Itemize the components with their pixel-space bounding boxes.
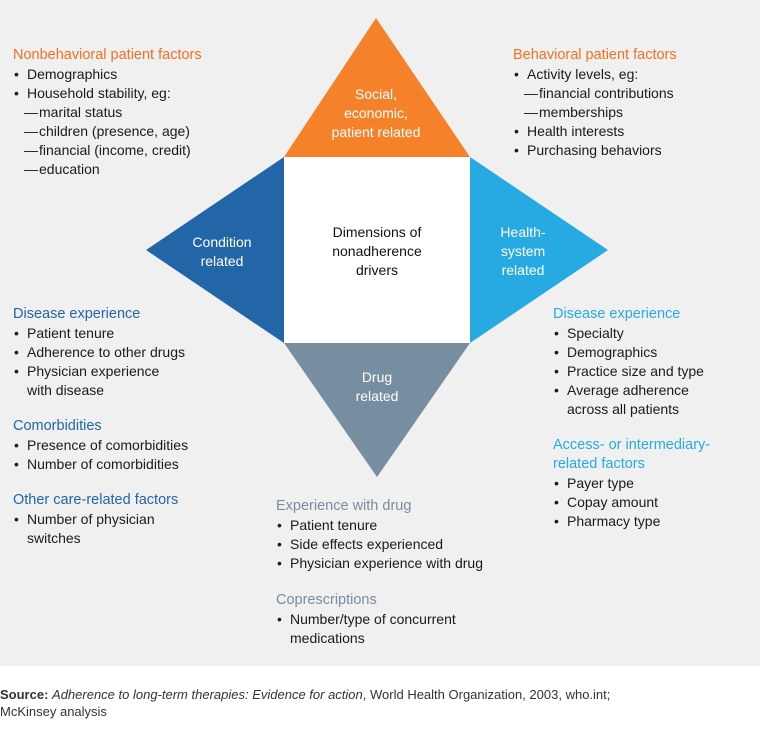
factor-item: Purchasing behaviors	[513, 141, 753, 160]
factor-item: Patient tenure	[276, 516, 536, 535]
source-note: Source: Adherence to long-term therapies…	[0, 686, 760, 720]
comorbidities: Comorbidities Presence of comorbiditiesN…	[13, 417, 273, 474]
factor-item: Household stability, eg:	[13, 84, 273, 103]
social-label: Social, economic, patient related	[306, 85, 446, 142]
access-factors: Access- or intermediary- related factors…	[553, 436, 758, 531]
factor-item: Demographics	[553, 343, 758, 362]
group-title: Access- or intermediary- related factors	[553, 436, 758, 474]
social-label-line: patient related	[331, 124, 421, 140]
drug-triangle	[284, 343, 470, 477]
center-label-line: drivers	[355, 262, 398, 278]
health-system-triangle	[470, 157, 608, 343]
social-label-line: economic,	[344, 105, 408, 121]
factor-item: Patient tenure	[13, 324, 273, 343]
group-title: Experience with drug	[276, 498, 412, 514]
center-label-line: Dimensions of	[332, 224, 422, 240]
social-triangle	[284, 18, 470, 157]
source-line-2: McKinsey analysis	[0, 704, 107, 719]
source-details: , World Health Organization, 2003, who.i…	[362, 687, 611, 702]
condition-label-line: Condition	[192, 234, 252, 250]
behavioral-factors: Behavioral patient factors Activity leve…	[513, 46, 753, 160]
center-label: Dimensions of nonadherence drivers	[297, 223, 457, 280]
factor-item: children (presence, age)	[13, 122, 273, 141]
condition-label-line: related	[200, 253, 244, 269]
group-title-line: related factors	[553, 456, 645, 472]
factor-list: Patient tenureSide effects experiencedPh…	[276, 516, 536, 573]
drug-label-line: Drug	[361, 369, 393, 385]
factor-item: medications	[290, 630, 365, 646]
factor-list: Payer typeCopay amountPharmacy type	[553, 474, 758, 531]
coprescriptions: Coprescriptions Number/type of concurren…	[276, 591, 536, 648]
factor-item: Adherence to other drugs	[13, 343, 273, 362]
factor-list: DemographicsHousehold stability, eg:mari…	[13, 65, 273, 179]
other-care-factors: Other care-related factors Number of phy…	[13, 491, 273, 548]
center-square	[284, 157, 470, 343]
group-title: Nonbehavioral patient factors	[13, 47, 202, 63]
factor-item: Copay amount	[553, 493, 758, 512]
factor-item: Number of physician	[13, 510, 273, 529]
factor-item: Number/type of concurrent	[276, 610, 536, 629]
drug-label-line: related	[355, 388, 399, 404]
health-system-label: Health- system related	[478, 223, 568, 280]
factor-item: Physician experience with drug	[276, 554, 536, 573]
factor-item: Average adherence	[553, 381, 758, 400]
factor-item: Pharmacy type	[553, 512, 758, 531]
group-title: Comorbidities	[13, 418, 102, 434]
group-title: Behavioral patient factors	[513, 47, 677, 63]
group-title-line: Access- or intermediary-	[553, 437, 711, 453]
factor-item: across all patients	[567, 401, 680, 417]
source-label: Source:	[0, 687, 49, 702]
nonbehavioral-factors: Nonbehavioral patient factors Demographi…	[13, 46, 273, 179]
condition-triangle	[146, 157, 284, 343]
group-title: Other care-related factors	[13, 492, 179, 508]
group-title: Coprescriptions	[276, 592, 377, 608]
factor-item: Specialty	[553, 324, 758, 343]
disease-experience-health-system: Disease experience SpecialtyDemographics…	[553, 305, 758, 419]
health-system-label-line: Health-	[500, 224, 546, 240]
factor-list: Patient tenureAdherence to other drugsPh…	[13, 324, 273, 400]
factor-item: Health interests	[513, 122, 753, 141]
factor-list: Presence of comorbiditiesNumber of comor…	[13, 436, 273, 474]
factor-item: Demographics	[13, 65, 273, 84]
group-title: Disease experience	[553, 306, 681, 322]
factor-item: education	[13, 160, 273, 179]
disease-experience-condition: Disease experience Patient tenureAdheren…	[13, 305, 273, 400]
factor-item: financial (income, credit)	[13, 141, 273, 160]
drug-label: Drug related	[327, 368, 427, 406]
factor-item: switches	[27, 530, 81, 546]
factor-item: Physician experience	[13, 362, 273, 381]
factor-item: Practice size and type	[553, 362, 758, 381]
social-label-line: Social,	[354, 86, 398, 102]
factor-item: with disease	[27, 382, 105, 398]
condition-label: Condition related	[172, 233, 272, 271]
diagram-shapes	[146, 18, 608, 477]
factor-item: Activity levels, eg:	[513, 65, 753, 84]
factor-item: Presence of comorbidities	[13, 436, 273, 455]
factor-item: memberships	[513, 103, 753, 122]
health-system-label-line: system	[500, 243, 546, 259]
factor-list: Activity levels, eg:financial contributi…	[513, 65, 753, 160]
factor-item: Number of comorbidities	[13, 455, 273, 474]
experience-with-drug: Experience with drug Patient tenureSide …	[276, 497, 536, 573]
factor-item: Side effects experienced	[276, 535, 536, 554]
health-system-label-line: related	[501, 262, 545, 278]
factor-list: SpecialtyDemographicsPractice size and t…	[553, 324, 758, 419]
factor-item: Payer type	[553, 474, 758, 493]
factor-item: marital status	[13, 103, 273, 122]
group-title: Disease experience	[13, 306, 141, 322]
factor-item: financial contributions	[513, 84, 753, 103]
source-title: Adherence to long-term therapies: Eviden…	[52, 687, 363, 702]
center-label-line: nonadherence	[332, 243, 422, 259]
